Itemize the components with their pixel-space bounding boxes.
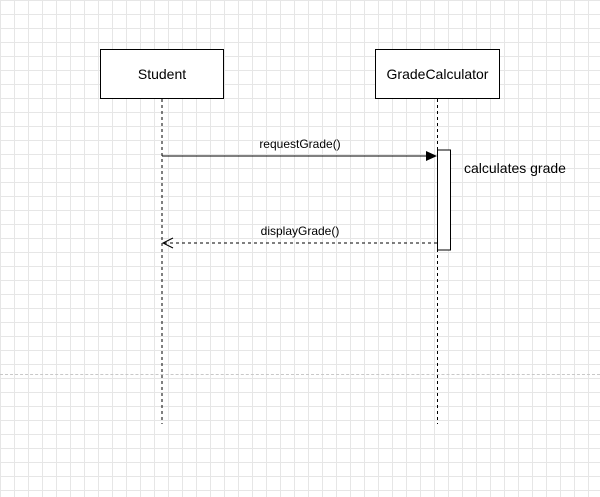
- participant-gradecalculator[interactable]: GradeCalculator: [375, 49, 500, 99]
- activation-note: calculates grade: [464, 160, 566, 176]
- arrowhead-open: [161, 237, 174, 249]
- participant-label: GradeCalculator: [386, 66, 489, 82]
- participant-student[interactable]: Student: [100, 49, 224, 99]
- arrowhead-filled: [426, 151, 437, 161]
- message-label-requestgrade: requestGrade(): [259, 137, 340, 151]
- participant-label: Student: [137, 66, 187, 82]
- page-break-line: [0, 374, 600, 375]
- activation-bar: [437, 149, 451, 251]
- message-label-displaygrade: displayGrade(): [261, 224, 340, 238]
